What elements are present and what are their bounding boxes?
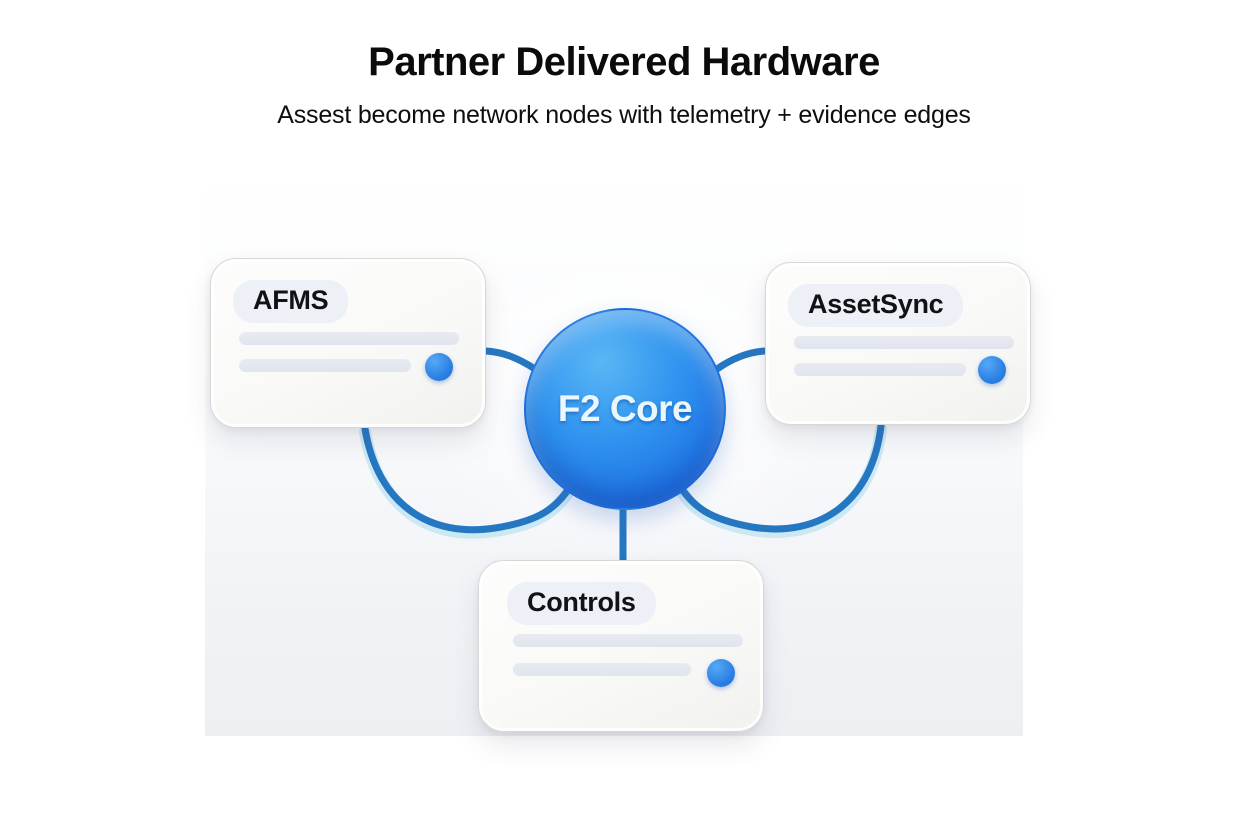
status-dot [707,659,735,687]
page-title: Partner Delivered Hardware [368,40,880,84]
placeholder-bar [513,663,691,676]
header: Partner Delivered Hardware Assest become… [0,0,1248,130]
placeholder-bar [239,332,459,345]
node-card-assetsync: AssetSync [765,262,1031,425]
node-card-controls: Controls [478,560,764,732]
core-node: F2 Core [524,308,726,510]
node-label-afms: AFMS [233,280,349,323]
core-node-label: F2 Core [557,388,693,429]
node-card-afms: AFMS [210,258,486,428]
page-subtitle: Assest become network nodes with telemet… [277,101,971,129]
node-label-controls: Controls [507,582,656,625]
placeholder-bar [794,336,1014,349]
node-label-assetsync: AssetSync [788,284,964,327]
status-dot [978,356,1006,384]
placeholder-bar [513,634,743,647]
status-dot [425,353,453,381]
placeholder-bar [794,363,966,376]
placeholder-bar [239,359,411,372]
